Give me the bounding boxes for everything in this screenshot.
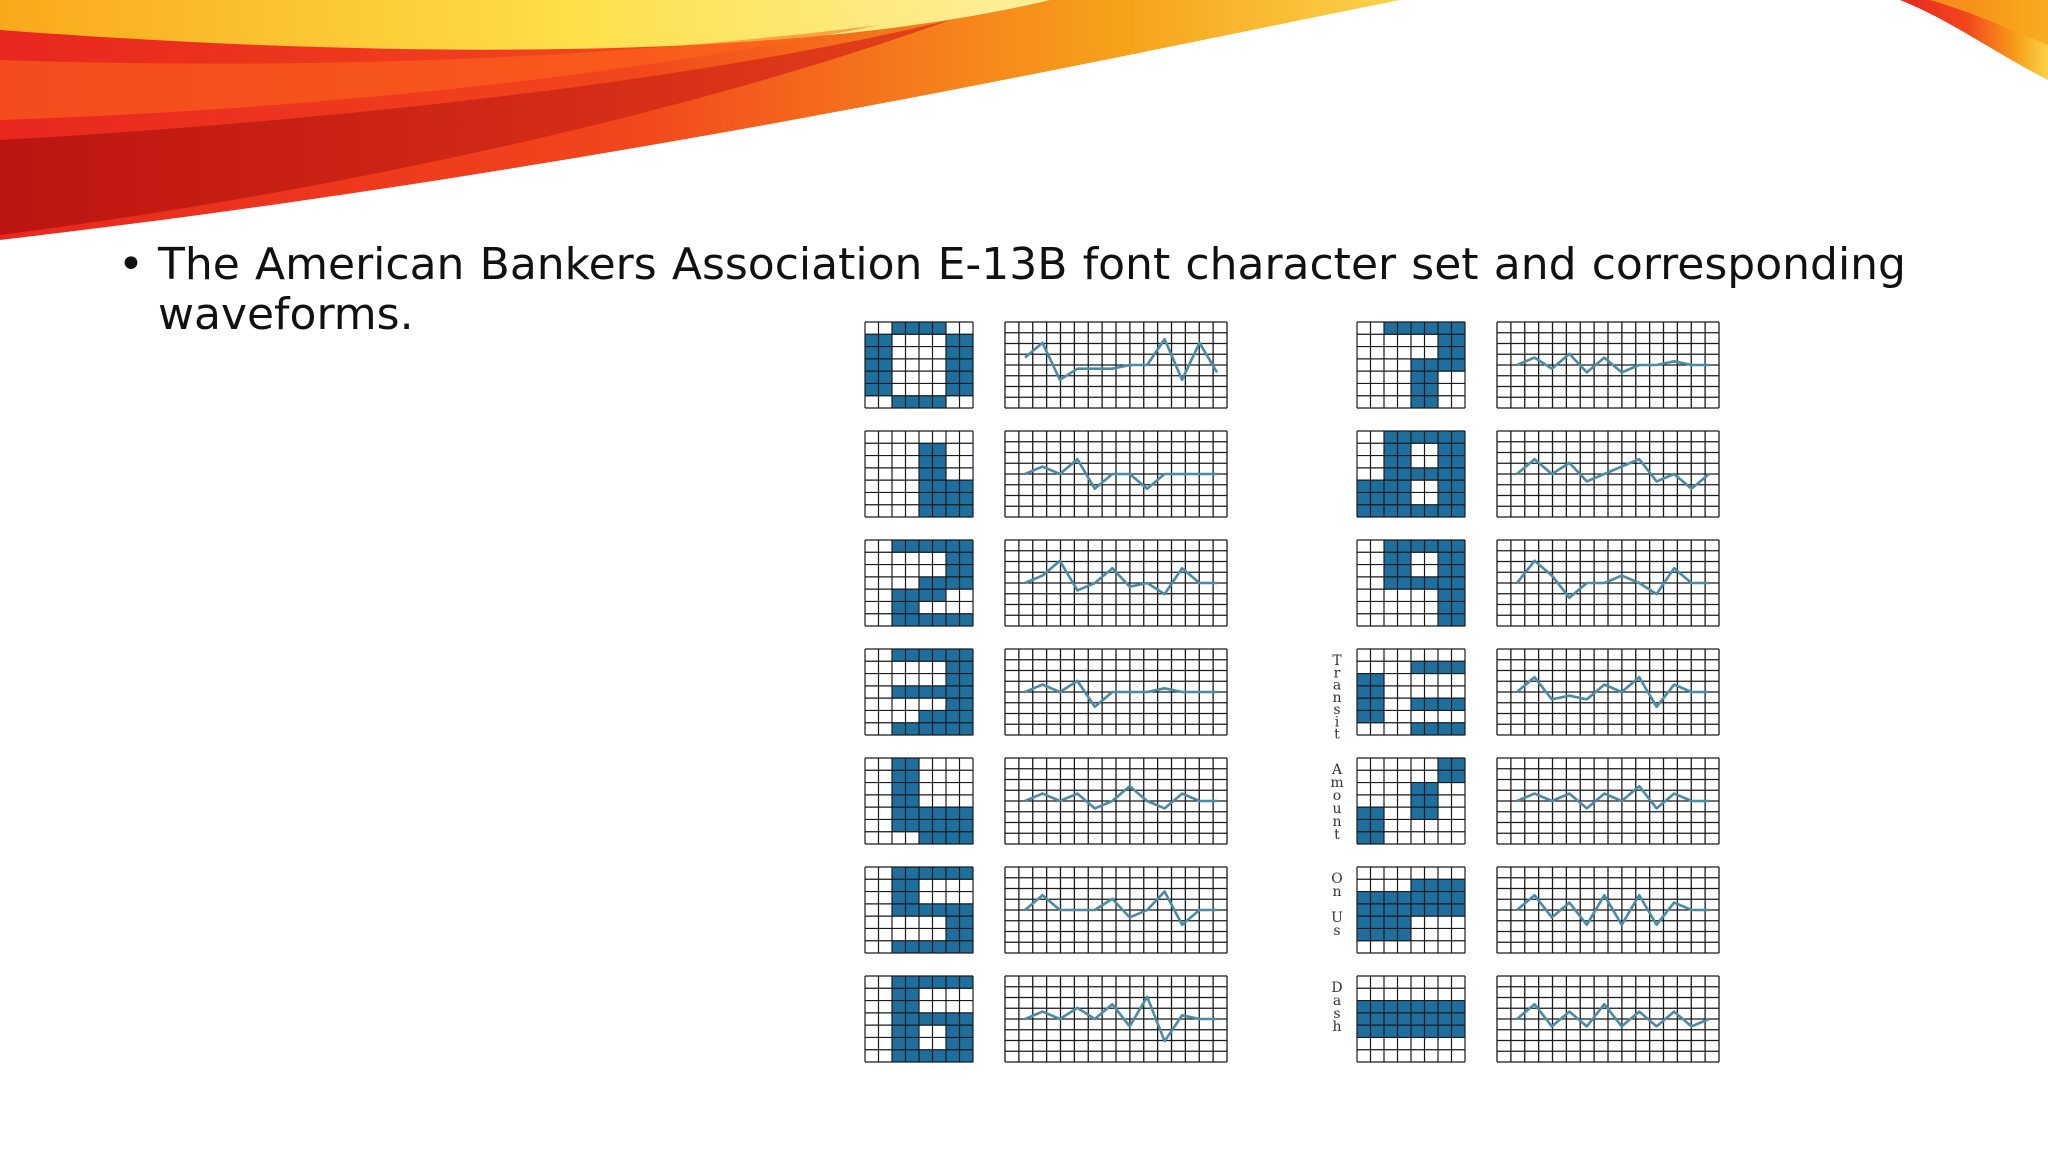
character-glyph	[864, 757, 974, 845]
bullet-dot-icon: •	[118, 239, 144, 290]
character-row	[864, 430, 1228, 518]
waveform-grid	[1004, 539, 1228, 627]
character-glyph	[1356, 539, 1466, 627]
character-row	[1356, 430, 1720, 518]
character-row	[1356, 539, 1720, 627]
waveform-trace	[1024, 457, 1217, 491]
waveform-trace	[1516, 352, 1709, 374]
character-glyph	[1356, 757, 1466, 845]
waveform-grid	[1004, 866, 1228, 954]
waveform-trace	[1024, 559, 1217, 596]
waveform-trace	[1516, 784, 1709, 810]
waveform-trace	[1024, 784, 1217, 810]
waveform-grid	[1496, 757, 1720, 845]
character-glyph	[864, 539, 974, 627]
waveform-trace	[1024, 890, 1217, 927]
character-row	[864, 321, 1228, 409]
decorative-swoosh-banner	[0, 0, 2048, 240]
waveform-grid	[1004, 321, 1228, 409]
character-row	[1356, 321, 1720, 409]
waveform-trace	[1024, 995, 1217, 1043]
waveform-grid	[1496, 430, 1720, 518]
character-row	[864, 648, 1228, 736]
waveform-grid	[1496, 975, 1720, 1063]
waveform-grid	[1004, 430, 1228, 518]
character-glyph	[864, 430, 974, 518]
character-glyph	[1356, 648, 1466, 736]
character-glyph	[864, 975, 974, 1063]
character-row	[864, 539, 1228, 627]
character-glyph	[864, 321, 974, 409]
waveform-grid	[1496, 539, 1720, 627]
waveform-trace	[1516, 1002, 1710, 1028]
character-glyph	[1356, 975, 1466, 1063]
waveform-trace	[1516, 457, 1710, 491]
waveform-trace	[1516, 675, 1709, 709]
waveform-grid	[1496, 648, 1720, 736]
waveform-grid	[1496, 321, 1720, 409]
character-glyph	[1356, 430, 1466, 518]
character-glyph	[1356, 866, 1466, 954]
character-glyph	[1356, 321, 1466, 409]
waveform-grid	[1496, 866, 1720, 954]
waveform-grid	[1004, 648, 1228, 736]
bullet-text: The American Bankers Association E-13B f…	[158, 239, 1906, 340]
waveform-trace	[1515, 559, 1709, 600]
waveform-trace	[1024, 679, 1217, 709]
waveform-grid	[1004, 975, 1228, 1063]
character-row	[864, 866, 1228, 954]
waveform-trace	[1024, 337, 1219, 382]
waveform-trace	[1516, 893, 1709, 927]
character-row	[864, 757, 1228, 845]
bullet-point: • The American Bankers Association E-13B…	[118, 240, 1906, 340]
waveform-grid	[1004, 757, 1228, 845]
character-glyph	[864, 648, 974, 736]
character-row	[864, 975, 1228, 1063]
character-glyph	[864, 866, 974, 954]
